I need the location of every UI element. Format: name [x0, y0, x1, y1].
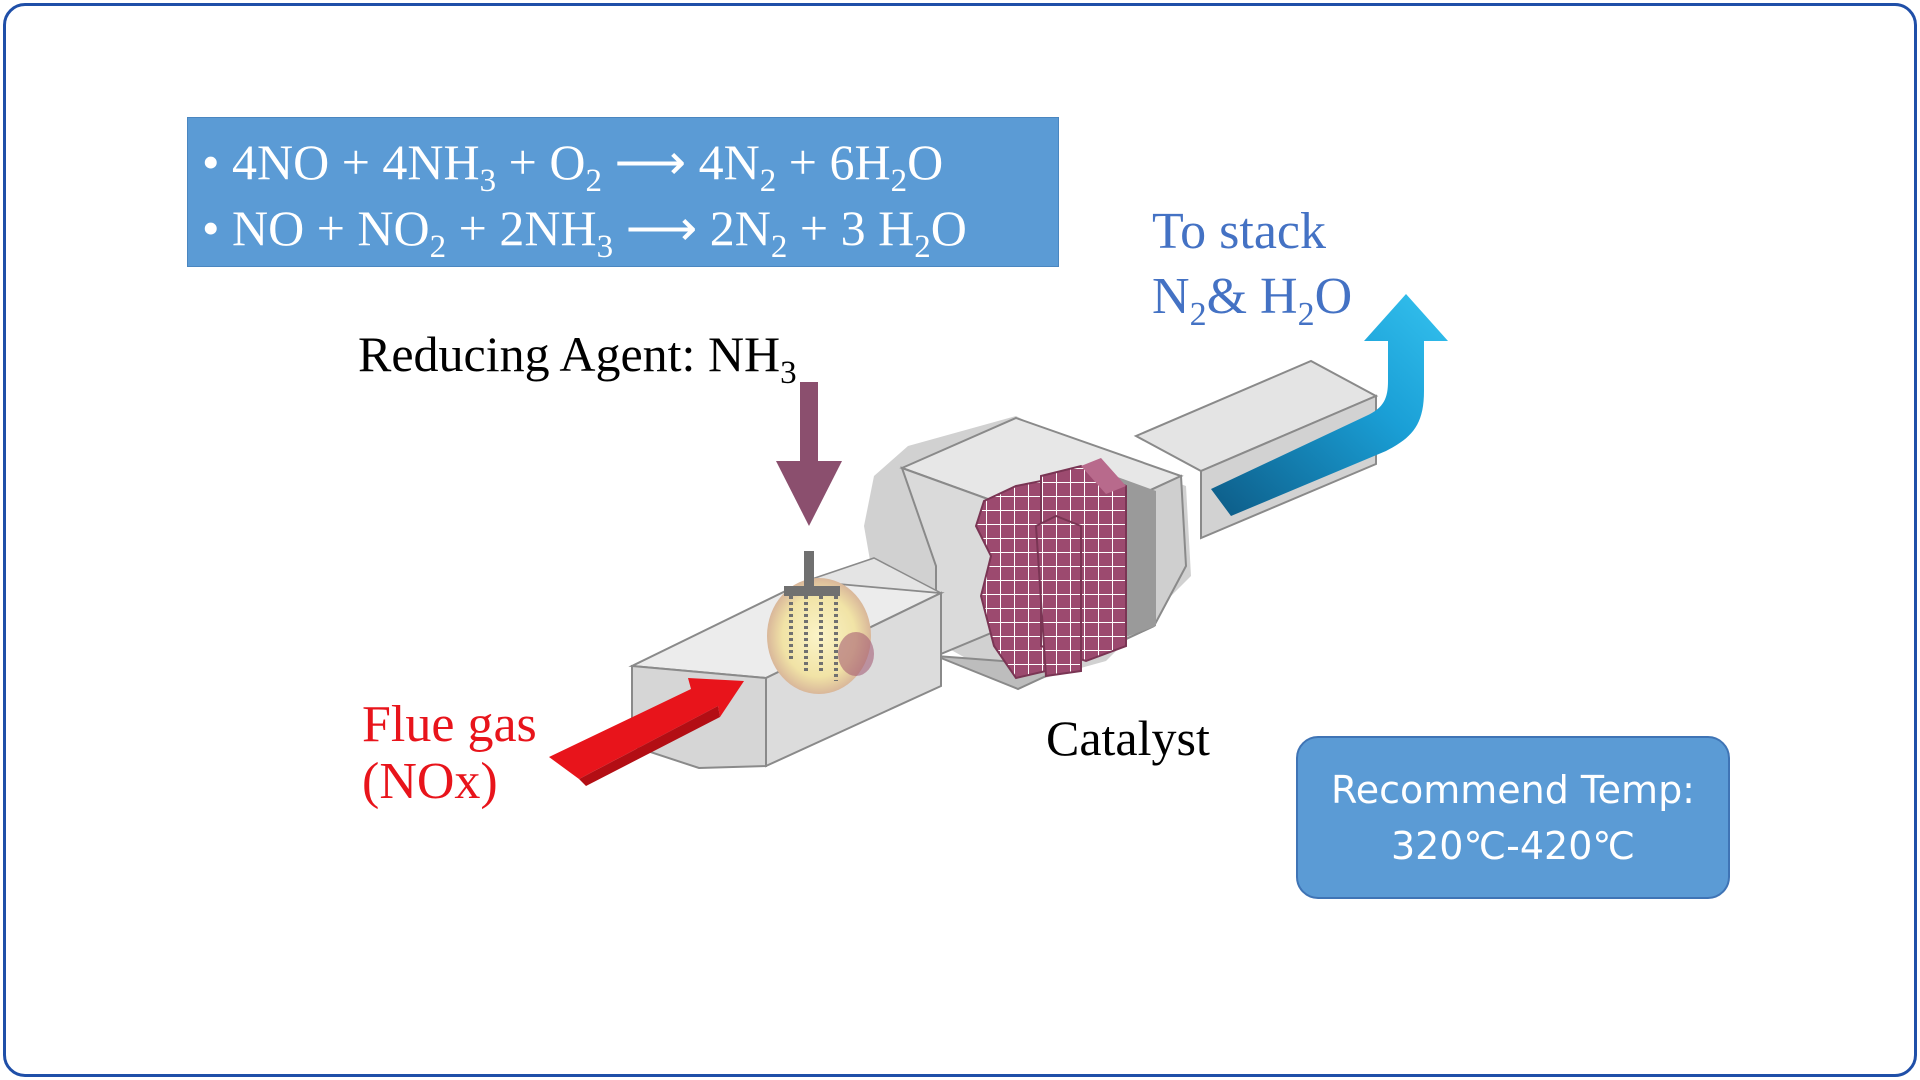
eq1-term: ⟶ 4N — [601, 134, 760, 190]
catalyst-honeycomb-icon — [974, 458, 1127, 680]
eq1-subscript: 3 — [479, 163, 497, 199]
equation-line-1: • 4NO + 4NH3 + O2 ⟶ 4N2 + 6H2O — [202, 134, 944, 198]
to-stack-label: To stack N2& H2O — [1152, 199, 1353, 332]
eq2-subscript: 2 — [429, 229, 447, 265]
recommend-temp-range: 320℃-420℃ — [1390, 824, 1636, 868]
eq2-term: ⟶ 2N — [613, 200, 771, 256]
eq1-term: + 6H — [776, 134, 891, 190]
ammonia-injection-arrow-icon — [776, 382, 842, 526]
eq2-subscript: 2 — [770, 229, 788, 265]
scr-system-illustration — [549, 294, 1448, 786]
to-stack-line-2: N2& H2O — [1152, 264, 1353, 332]
eq1-term: 4NO + 4NH — [232, 134, 480, 190]
eq1-subscript: 2 — [890, 163, 908, 199]
eq2-term: O — [930, 200, 967, 256]
eq2-term: NO + NO — [232, 200, 430, 256]
flue-gas-line-2: (NOx) — [362, 753, 498, 811]
reducing-agent-subscript: 3 — [780, 355, 797, 391]
to-stack-line-1: To stack — [1152, 203, 1326, 260]
eq1-subscript: 2 — [759, 163, 777, 199]
flue-gas-arrow-icon — [549, 678, 744, 786]
bullet: • — [202, 134, 220, 190]
diagram-frame: • 4NO + 4NH3 + O2 ⟶ 4N2 + 6H2O • NO + NO… — [3, 3, 1917, 1077]
equation-line-2: • NO + NO2 + 2NH3 ⟶ 2N2 + 3 H2O — [202, 200, 967, 264]
recommend-temp-box: Recommend Temp: 320℃-420℃ — [1296, 736, 1730, 899]
catalyst-label: Catalyst — [1046, 710, 1210, 766]
eq2-term: + 3 H — [787, 200, 915, 256]
flue-gas-label: Flue gas (NOx) — [362, 696, 537, 810]
to-stack-term: N — [1152, 268, 1190, 325]
eq1-subscript: 2 — [585, 163, 602, 199]
reaction-equations-box: • 4NO + 4NH3 + O2 ⟶ 4N2 + 6H2O • NO + NO… — [187, 117, 1059, 267]
eq1-term: O — [907, 134, 944, 190]
eq2-subscript: 3 — [596, 229, 614, 265]
bullet: • — [202, 200, 220, 256]
reducing-agent-text: Reducing Agent: NH — [358, 326, 781, 382]
recommend-temp-title: Recommend Temp: — [1331, 768, 1695, 812]
reducing-agent-label: Reducing Agent: NH3 — [358, 326, 797, 390]
eq2-term: + 2NH — [446, 200, 597, 256]
to-stack-subscript: 2 — [1297, 296, 1315, 333]
eq2-subscript: 2 — [914, 229, 931, 265]
to-stack-subscript: 2 — [1189, 296, 1207, 333]
to-stack-term: & H — [1206, 268, 1298, 325]
injection-grid-icon — [767, 551, 874, 694]
flue-gas-line-1: Flue gas — [362, 696, 537, 753]
to-stack-term: O — [1314, 268, 1353, 325]
exhaust-arrow-icon — [1211, 294, 1448, 516]
eq1-term: + O — [496, 134, 586, 190]
